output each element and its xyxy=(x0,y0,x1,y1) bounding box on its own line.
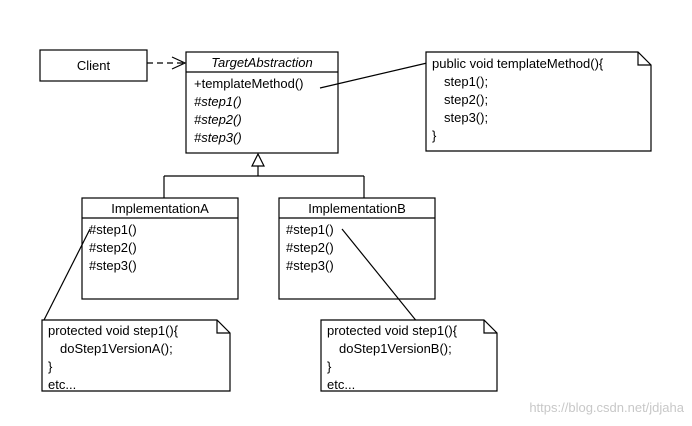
impl-a-step3: #step3() xyxy=(89,258,137,273)
note-line-step2: step2(); xyxy=(444,92,488,107)
note-b-line-etc: etc... xyxy=(327,377,355,392)
note-b-line-signature: protected void step1(){ xyxy=(327,323,458,338)
step1-version-b-note: protected void step1(){ doStep1VersionB(… xyxy=(320,319,498,392)
impl-a-step1: #step1() xyxy=(89,222,137,237)
impl-b-step2: #step2() xyxy=(286,240,334,255)
target-abstraction-class[interactable]: TargetAbstraction +templateMethod() #ste… xyxy=(185,51,339,154)
note-line-step1: step1(); xyxy=(444,74,488,89)
note-anchor-line xyxy=(319,62,428,89)
implementation-a-class[interactable]: ImplementationA #step1() #step2() #step3… xyxy=(81,197,239,300)
watermark-text: https://blog.csdn.net/jdjaha xyxy=(529,400,684,415)
generalization-connector xyxy=(163,152,365,198)
note-a-line-body: doStep1VersionA(); xyxy=(60,341,173,356)
template-method-note: public void templateMethod(){ step1(); s… xyxy=(425,51,652,152)
implementation-a-name: ImplementationA xyxy=(111,201,209,216)
note-a-anchor-line xyxy=(42,228,91,323)
step1-version-a-note: protected void step1(){ doStep1VersionA(… xyxy=(41,319,231,392)
impl-a-step2: #step2() xyxy=(89,240,137,255)
method-step2: #step2() xyxy=(194,112,242,127)
note-line-signature: public void templateMethod(){ xyxy=(432,56,604,71)
note-b-line-body: doStep1VersionB(); xyxy=(339,341,452,356)
method-template: +templateMethod() xyxy=(194,76,303,91)
note-line-close: } xyxy=(432,128,437,143)
method-step1: #step1() xyxy=(194,94,242,109)
method-step3: #step3() xyxy=(194,130,242,145)
implementation-b-name: ImplementationB xyxy=(308,201,406,216)
impl-b-step3: #step3() xyxy=(286,258,334,273)
note-b-line-close: } xyxy=(327,359,332,374)
note-line-step3: step3(); xyxy=(444,110,488,125)
note-a-line-close: } xyxy=(48,359,53,374)
dependency-arrow xyxy=(147,56,187,70)
note-a-line-signature: protected void step1(){ xyxy=(48,323,179,338)
impl-b-step1: #step1() xyxy=(286,222,334,237)
note-a-line-etc: etc... xyxy=(48,377,76,392)
client-class[interactable]: Client xyxy=(39,49,148,82)
client-label: Client xyxy=(77,58,111,73)
target-abstraction-name: TargetAbstraction xyxy=(211,55,312,70)
